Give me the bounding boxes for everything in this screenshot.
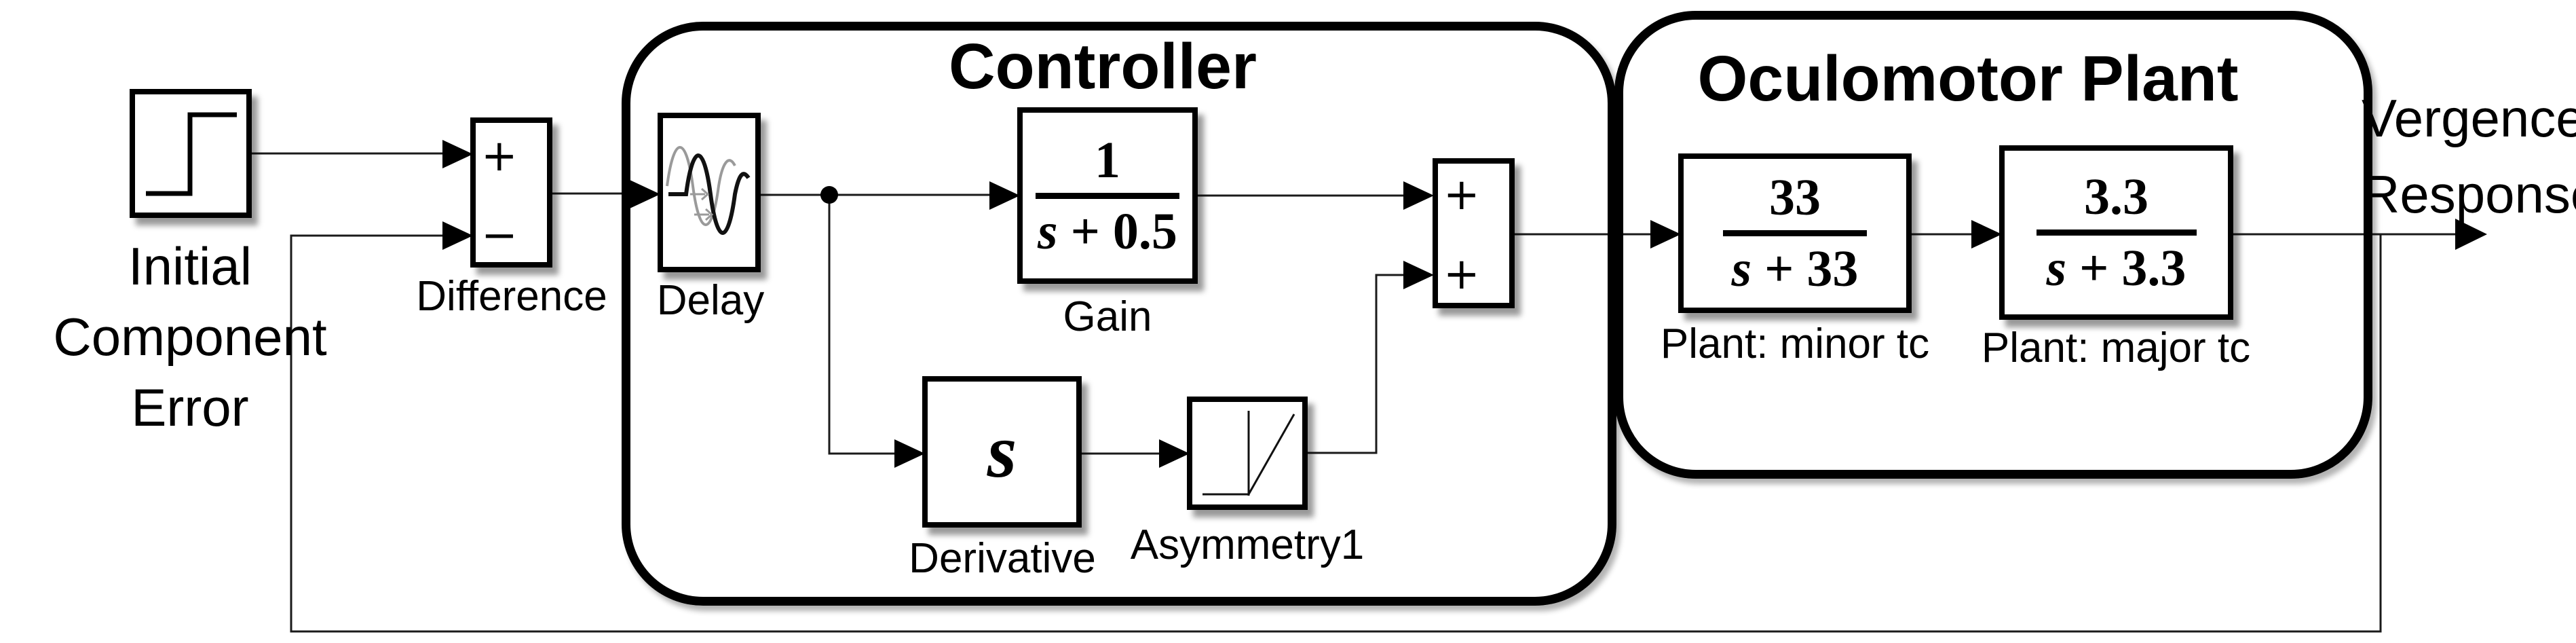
arrowhead-asymmetry-input xyxy=(1159,439,1190,468)
plant-minor-tf-den-rest: + 33 xyxy=(1751,240,1859,297)
gain-transfer-function-block: 1 s + 0.5 xyxy=(1017,107,1198,284)
input-label-line1: Initial xyxy=(128,236,252,296)
oculomotor-plant-group-title: Oculomotor Plant xyxy=(1697,43,2239,115)
asymmetric-ramp-icon xyxy=(1202,411,1295,496)
gain-tf-den-var: s xyxy=(1038,202,1058,260)
arrowhead-sum-upper-input xyxy=(1403,181,1434,210)
input-source-label: Initial Component Error xyxy=(41,231,339,443)
plant-major-tf-numerator: 3.3 xyxy=(2084,168,2148,225)
step-input-block xyxy=(130,89,252,218)
controller-sum-block: + + xyxy=(1433,158,1515,308)
arrowhead-plant-major-input xyxy=(1971,220,2002,249)
gain-label: Gain xyxy=(1063,293,1152,340)
plant-minor-tc-block: 33 s + 33 xyxy=(1678,153,1912,313)
arrowhead-plant-minor-input xyxy=(1650,220,1681,249)
asymmetry-block xyxy=(1187,397,1308,510)
arrowhead-derivative-input xyxy=(894,439,925,468)
asymmetry-label: Asymmetry1 xyxy=(1130,521,1365,568)
plant-major-tf-den-var: s xyxy=(2046,240,2067,297)
plant-major-label: Plant: major tc xyxy=(1981,325,2251,371)
wire-asymmetry-to-sum xyxy=(1308,274,1403,454)
arrowhead-difference-minus-input xyxy=(442,221,473,250)
input-label-line2: Component xyxy=(53,307,327,367)
delay-block xyxy=(658,113,761,272)
delayed-sine-icon xyxy=(666,146,751,235)
arrowhead-difference-plus-input xyxy=(442,140,473,168)
output-label-line1: Vergence xyxy=(2362,88,2576,148)
wire-group xyxy=(252,152,2455,633)
plant-minor-tf-den-var: s xyxy=(1731,240,1752,297)
sum-lower-plus-sign: + xyxy=(1443,249,1480,299)
gain-tf-numerator: 1 xyxy=(1095,131,1120,189)
plant-minor-tf-fraction-bar xyxy=(1723,230,1867,236)
arrowhead-delay-input xyxy=(630,180,660,208)
plant-minor-tf-numerator: 33 xyxy=(1769,169,1821,226)
plant-major-tf-fraction-bar xyxy=(2036,229,2197,236)
output-label-line2: Response xyxy=(2362,164,2576,224)
difference-plus-sign: + xyxy=(481,131,518,181)
step-signal-icon xyxy=(146,112,237,196)
derivative-symbol: s xyxy=(987,409,1017,494)
plant-minor-label: Plant: minor tc xyxy=(1660,320,1930,367)
plant-major-transfer-function: 3.3 s + 3.3 xyxy=(2005,151,2228,314)
gain-tf-fraction-bar xyxy=(1036,192,1179,199)
difference-minus-sign: − xyxy=(481,210,518,261)
plant-major-tc-block: 3.3 s + 3.3 xyxy=(1999,145,2233,320)
difference-label: Difference xyxy=(416,273,607,320)
wire-branch-to-derivative xyxy=(828,195,894,455)
arrowhead-gain-input xyxy=(989,181,1020,210)
arrowhead-vergence-output xyxy=(2455,219,2487,250)
input-label-line3: Error xyxy=(131,378,249,437)
vergence-response-label: Vergence Response xyxy=(2362,80,2576,232)
arrowhead-sum-lower-input xyxy=(1403,261,1434,289)
controller-group-box xyxy=(622,22,1616,606)
controller-group-title: Controller xyxy=(949,31,1257,103)
plant-minor-tf-denominator: s + 33 xyxy=(1732,243,1859,295)
sum-upper-plus-sign: + xyxy=(1443,170,1480,220)
gain-tf-denominator: s + 0.5 xyxy=(1038,206,1177,257)
plant-major-tf-den-rest: + 3.3 xyxy=(2066,240,2186,297)
plant-minor-transfer-function: 33 s + 33 xyxy=(1684,159,1906,308)
delay-label: Delay xyxy=(656,277,765,324)
plant-major-tf-denominator: s + 3.3 xyxy=(2047,242,2186,294)
branch-dot xyxy=(820,186,838,204)
gain-transfer-function: 1 s + 0.5 xyxy=(1023,113,1192,278)
wire-feedback-loop xyxy=(290,234,2382,633)
derivative-block: s xyxy=(922,376,1082,528)
difference-sum-block: + − xyxy=(470,117,552,268)
oculomotor-plant-group-box xyxy=(1614,11,2372,479)
derivative-label: Derivative xyxy=(909,535,1096,582)
gain-tf-den-rest: + 0.5 xyxy=(1057,202,1177,260)
arrowhead-group xyxy=(442,140,2487,468)
